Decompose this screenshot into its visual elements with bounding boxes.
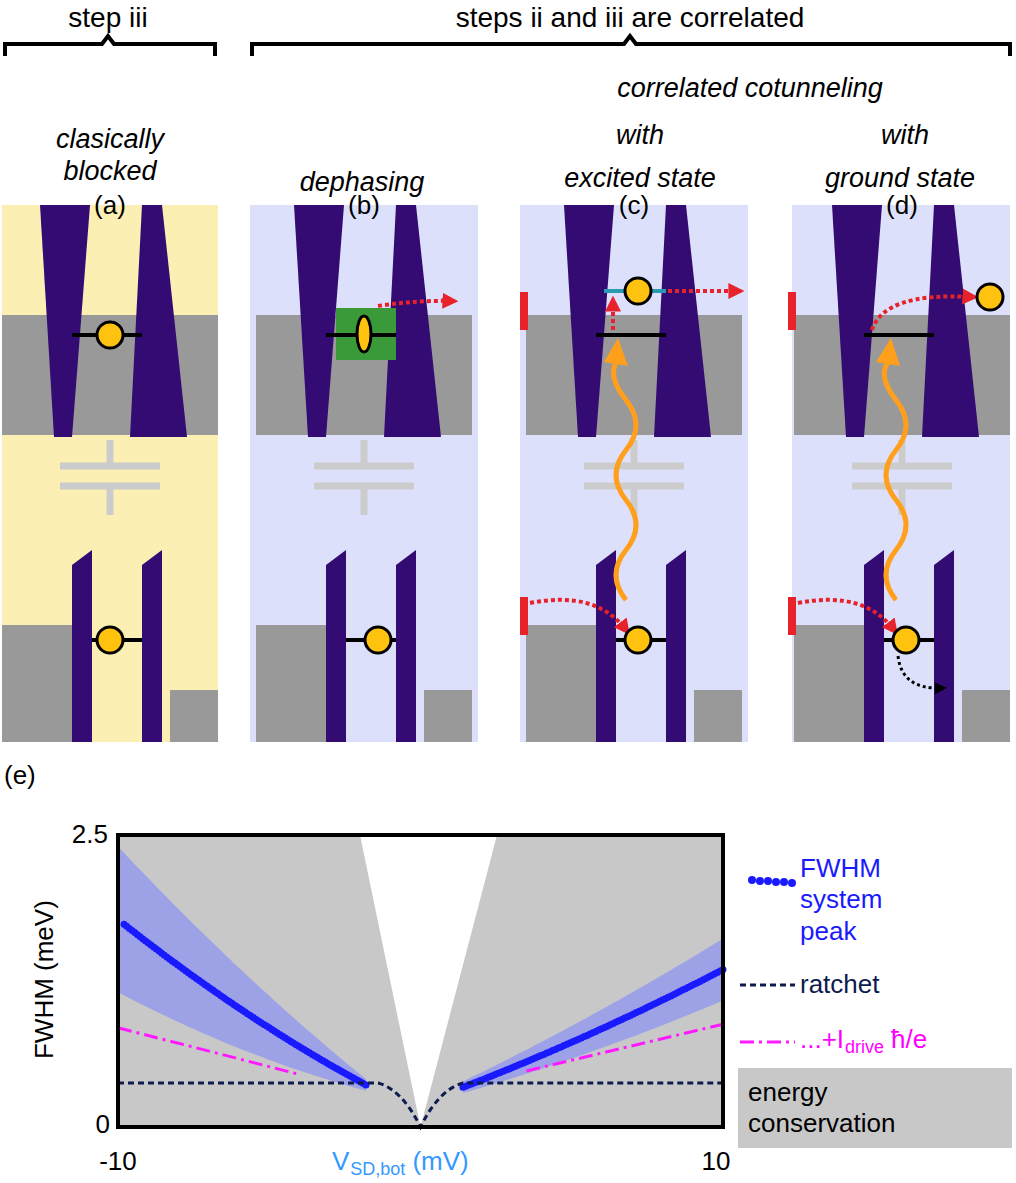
tick-label: 0 [96,1109,110,1140]
tick-label: 10 [702,1146,731,1177]
axis-title: FWHM (meV) [28,901,59,1060]
panel-letter: (c) [619,190,649,221]
axis-title: V [332,1146,349,1177]
axis-subscript: SD,bot [350,1159,405,1181]
panel-title: excited state [564,162,716,194]
heading: steps ii and iii are correlated [456,1,805,35]
legend-text: ħ/e [891,1024,927,1055]
tick-label: 2.5 [72,819,108,850]
panel-letter: (e) [4,760,36,791]
legend-subscript: drive [845,1037,884,1059]
axis-title: (mV) [412,1146,468,1177]
panel-letter: (a) [94,190,126,221]
panel-letter: (b) [348,190,380,221]
panel-letter: (d) [886,190,918,221]
panel-title: ground state [825,162,975,194]
legend-text: ...+I [800,1024,844,1055]
panel-title: correlated cotunneling [617,72,883,104]
panel-title: with [616,119,664,151]
panel-title: clasically blocked [15,123,205,188]
legend-text: energy conservation [748,1077,948,1139]
panel-title: with [881,119,929,151]
legend-text: FWHM system peak [800,853,930,947]
heading: step iii [68,1,147,35]
legend-text: ratchet [800,969,880,1000]
tick-label: -10 [99,1146,137,1177]
